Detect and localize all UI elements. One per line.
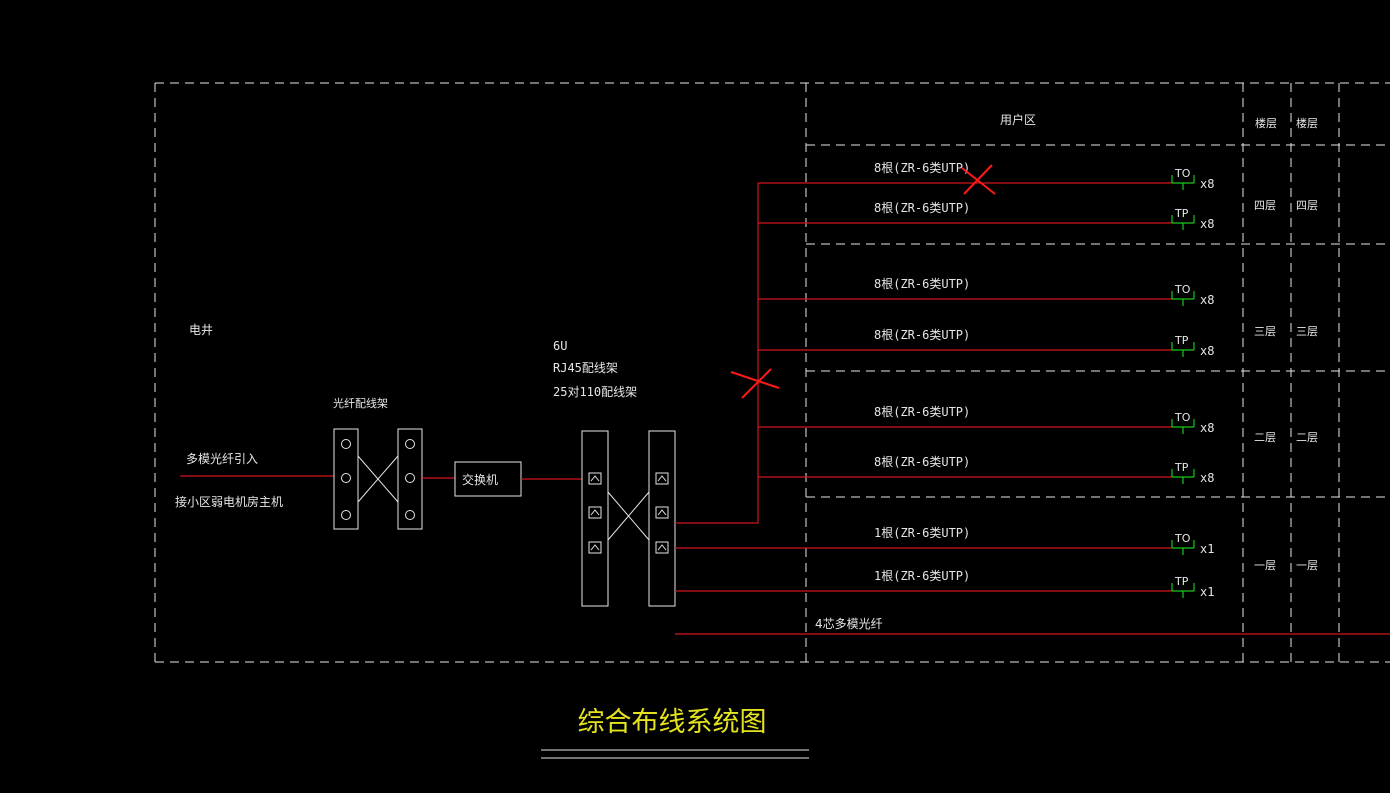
patch-panel-unit (581, 430, 676, 607)
floor-column-header-1: 楼层 (1255, 116, 1277, 130)
shaft-label: 电井 (189, 323, 213, 337)
cable-spec-label: 8根(ZR-6类UTP) (874, 328, 970, 342)
outlet-qty-label: x1 (1200, 585, 1214, 599)
patch-ports (588, 472, 669, 554)
outlet-qty-label: x1 (1200, 542, 1214, 556)
odf-label: 光纤配线架 (333, 396, 388, 410)
frame-dashed (154, 82, 1390, 663)
floor-label-alt: 二层 (1296, 431, 1318, 444)
floor-label-alt: 三层 (1296, 325, 1318, 338)
user-area-label: 用户区 (1000, 112, 1036, 127)
outlet-type-label: TO (1174, 411, 1191, 424)
rj45-port-icon (588, 506, 602, 519)
switch-label: 交换机 (462, 472, 498, 487)
outlet-type-label: TO (1174, 283, 1191, 296)
outlet-qty-label: x8 (1200, 177, 1214, 191)
floor-column-header-2: 楼层 (1296, 116, 1318, 130)
floor-label: 三层 (1254, 325, 1276, 338)
x-mark-top (961, 164, 996, 195)
floor-label-alt: 四层 (1296, 199, 1318, 212)
outlet-type-label: TP (1174, 461, 1189, 474)
cable-spec-label: 8根(ZR-6类UTP) (874, 201, 970, 215)
outlet-icon (1171, 291, 1195, 306)
rack-line-3: 25对110配线架 (553, 385, 637, 399)
outlet-icon (1171, 469, 1195, 484)
riser-upper-floors (675, 183, 759, 524)
outlet-qty-label: x8 (1200, 471, 1214, 485)
cable-spec-label: 1根(ZR-6类UTP) (874, 569, 970, 583)
fiber-out-label: 4芯多模光纤 (815, 617, 883, 631)
diagram-title: 综合布线系统图 (578, 707, 767, 738)
outlet-icon (1171, 583, 1195, 598)
rack-line-1: 6U (553, 339, 567, 353)
outlet-type-label: TP (1174, 334, 1189, 347)
cable-spec-label: 8根(ZR-6类UTP) (874, 161, 970, 175)
odf-unit (333, 428, 423, 530)
floor-label: 一层 (1254, 559, 1276, 572)
outlet-icon (1171, 175, 1195, 190)
rack-line-2: RJ45配线架 (553, 361, 618, 375)
outlet-icon (1171, 215, 1195, 230)
outlet-type-label: TO (1174, 532, 1191, 545)
floor-label: 二层 (1254, 431, 1276, 444)
fiber-in-label: 多模光纤引入 (186, 452, 258, 466)
floor-label: 四层 (1254, 199, 1276, 212)
outlet-qty-label: x8 (1200, 217, 1214, 231)
outlet-type-label: TO (1174, 167, 1191, 180)
x-mark-riser (730, 368, 780, 399)
outlet-icon (1171, 540, 1195, 555)
cable-spec-label: 8根(ZR-6类UTP) (874, 405, 970, 419)
rj45-port-icon (588, 472, 602, 485)
floor-label-alt: 一层 (1296, 559, 1318, 572)
cable-spec-label: 1根(ZR-6类UTP) (874, 526, 970, 540)
host-label: 接小区弱电机房主机 (175, 494, 283, 509)
cable-spec-label: 8根(ZR-6类UTP) (874, 455, 970, 469)
outlet-qty-label: x8 (1200, 344, 1214, 358)
rj45-port-icon (655, 541, 669, 554)
rj45-port-icon (655, 506, 669, 519)
outlet-icon (1171, 419, 1195, 434)
outlet-type-label: TP (1174, 207, 1189, 220)
cable-spec-label: 8根(ZR-6类UTP) (874, 277, 970, 291)
rj45-port-icon (655, 472, 669, 485)
floor-runs: 8根(ZR-6类UTP) TO x8 8根(ZR-6类UTP) TP x8 8根(ZR-6类… (675, 161, 1214, 599)
rj45-port-icon (588, 541, 602, 554)
outlet-qty-label: x8 (1200, 293, 1214, 307)
outlet-qty-label: x8 (1200, 421, 1214, 435)
outlet-type-label: TP (1174, 575, 1189, 588)
outlet-icon (1171, 342, 1195, 357)
